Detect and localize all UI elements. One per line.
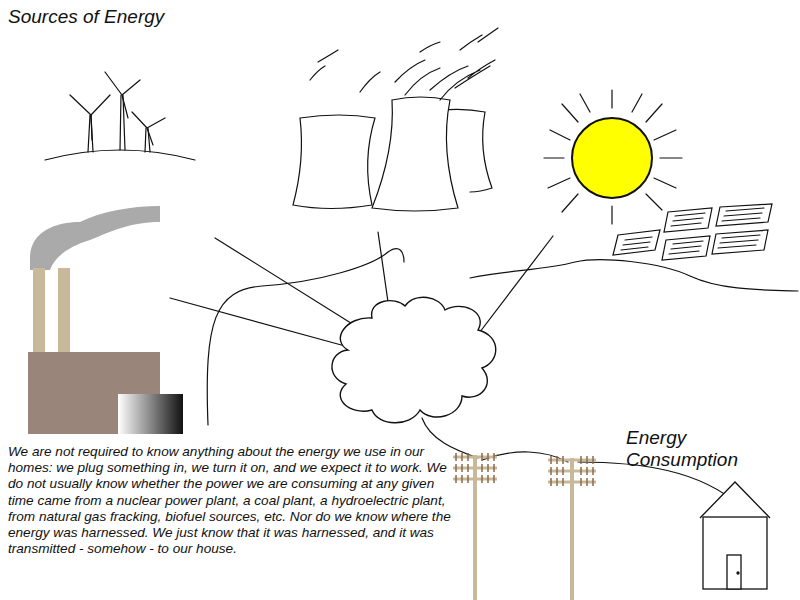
explanatory-note: We are not required to know anything abo… (8, 444, 460, 557)
cloud (332, 297, 496, 422)
cooling-towers (293, 28, 498, 211)
house (700, 482, 770, 589)
wind-turbines (45, 72, 195, 160)
solar-panels (613, 204, 772, 260)
utility-poles (453, 453, 596, 600)
diagram-title: Sources of Energy (8, 6, 164, 28)
coal-factory (28, 206, 183, 434)
sun (544, 90, 682, 224)
section-label: Energy Consumption (626, 427, 776, 471)
